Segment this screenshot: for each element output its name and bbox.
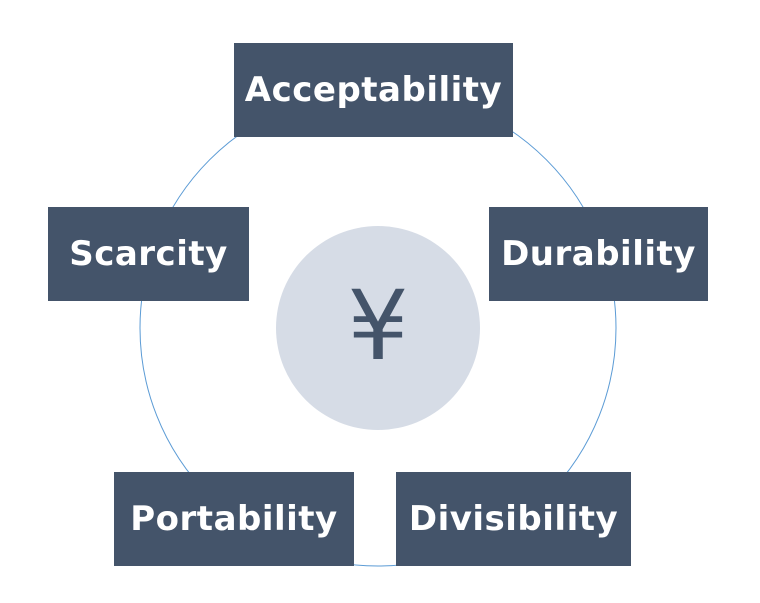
property-label-portability: Portability bbox=[130, 499, 338, 539]
property-label-acceptability: Acceptability bbox=[244, 70, 503, 110]
property-box-scarcity: Scarcity bbox=[48, 207, 249, 301]
property-box-portability: Portability bbox=[114, 472, 354, 566]
property-box-divisibility: Divisibility bbox=[396, 472, 631, 566]
center-circle: ¥ bbox=[276, 226, 480, 430]
property-box-acceptability: Acceptability bbox=[234, 43, 513, 137]
property-label-divisibility: Divisibility bbox=[408, 499, 619, 539]
property-label-scarcity: Scarcity bbox=[69, 234, 228, 274]
property-label-durability: Durability bbox=[501, 234, 696, 274]
property-box-durability: Durability bbox=[489, 207, 708, 301]
yen-icon: ¥ bbox=[347, 270, 409, 382]
